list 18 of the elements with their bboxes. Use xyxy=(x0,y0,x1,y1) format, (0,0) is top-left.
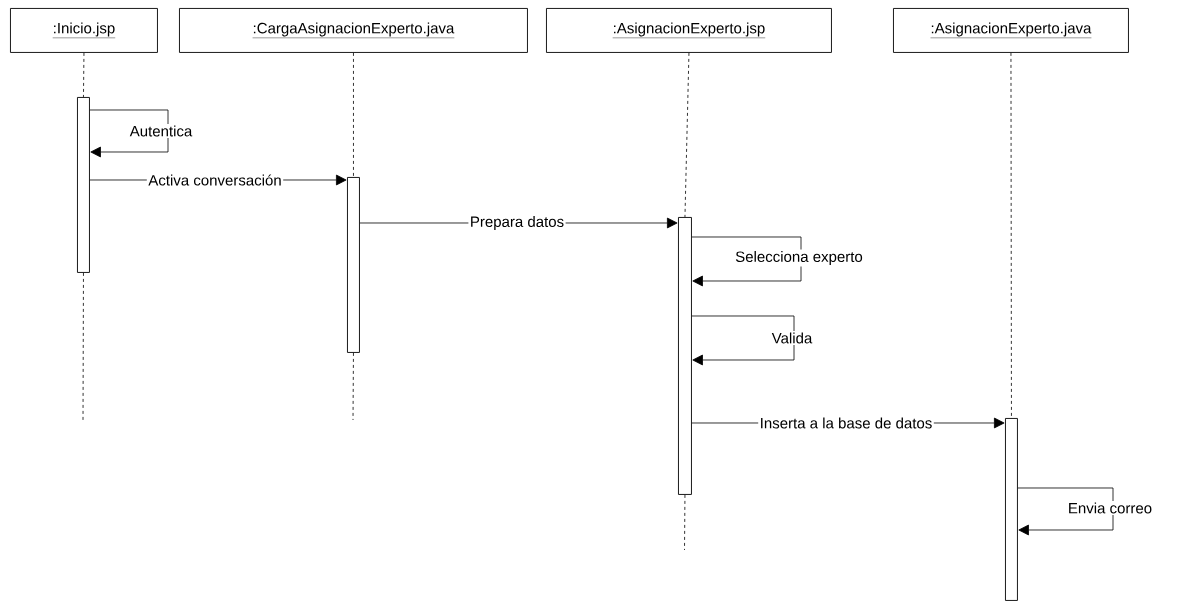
activation-bar xyxy=(1005,418,1018,601)
activation-bar xyxy=(678,217,692,495)
lifeline xyxy=(352,352,354,421)
activation-bar xyxy=(347,177,360,353)
activation-bar xyxy=(77,97,90,273)
self-message-arrow xyxy=(691,236,802,287)
lifeline xyxy=(353,52,354,178)
object-box: :AsignacionExperto.java xyxy=(893,8,1129,53)
lifeline xyxy=(684,494,686,551)
self-message-arrow xyxy=(691,315,795,366)
lifeline xyxy=(684,52,690,218)
lifeline xyxy=(82,272,84,421)
self-message-arrow xyxy=(1017,487,1114,536)
object-box: :CargaAsignacionExperto.java xyxy=(179,8,528,53)
object-box: :Inicio.jsp xyxy=(10,8,158,53)
self-message-arrow xyxy=(89,109,169,158)
lifeline xyxy=(83,52,85,98)
object-box: :AsignacionExperto.jsp xyxy=(546,8,832,53)
